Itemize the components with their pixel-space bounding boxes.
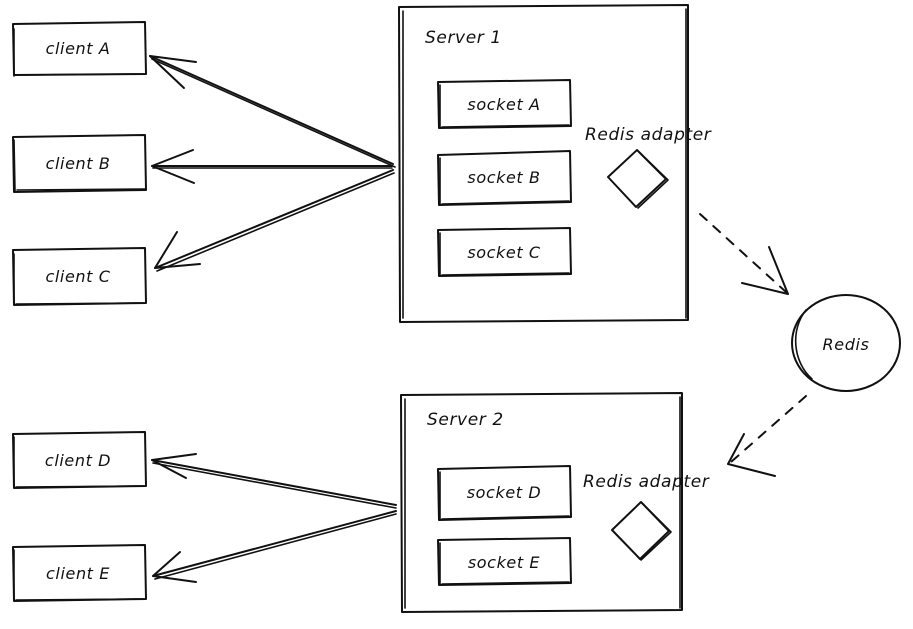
server-1-redis-adapter-label: Redis adapter [585,125,712,145]
client-b[interactable]: client B [12,134,147,193]
server-2[interactable]: Server 2 socket D socket E Redis adapter [400,392,710,613]
connector-line [149,55,394,165]
client-a[interactable]: client A [12,21,147,77]
socket-d-box [437,465,572,521]
server-1-redis-adapter-diamond[interactable] [607,149,669,209]
server-2-redis-adapter-diamond[interactable] [611,501,672,561]
client-d-box-sketch [13,436,145,488]
socket-e[interactable]: socket E [437,537,572,586]
arrowhead-icon [741,246,789,295]
client-b-box [12,134,147,193]
socket-b[interactable]: socket B [437,150,572,206]
socket-c-box-sketch [439,232,570,276]
client-b-label: client B [46,154,111,173]
socket-a[interactable]: socket A [437,79,572,129]
server1-adapter-to-redis [699,213,789,295]
arrowhead-icon [727,433,776,477]
client-b-box-sketch [13,139,146,192]
client-d[interactable]: client D [12,431,147,489]
server-2-label: Server 2 [427,410,504,430]
server-2-box [400,392,683,613]
socket-c-label: socket C [467,243,541,262]
redis-circle-sketch [794,309,813,380]
socket-c-box [437,227,572,277]
socket-b-box [437,150,572,206]
diamond-icon-sketch [640,503,672,561]
arrowhead-icon [151,149,195,184]
client-e[interactable]: client E [12,544,147,602]
server1-to-client-a [149,55,396,168]
socket-b-label: socket B [467,168,540,187]
redis-label: Redis [823,335,870,354]
client-c-box-sketch [13,253,145,305]
connector-line [151,459,397,506]
client-e-box-sketch [13,549,145,601]
server-2-redis-adapter-label: Redis adapter [583,472,710,492]
diamond-icon [607,149,667,208]
client-c-label: client C [45,267,110,286]
diamond-icon [611,501,670,560]
connector-line-sketch [156,172,395,272]
connector-line-sketch [151,58,396,168]
redis-circle [791,294,901,392]
connector-dashed-line [699,213,787,293]
client-d-label: client D [45,451,111,470]
server-2-box-sketch [404,396,681,609]
connector-line-sketch [154,513,397,580]
arrowhead-icon [149,55,197,89]
arrowhead-icon [154,231,201,269]
socket-e-box [437,537,572,586]
connector-line [154,169,394,269]
socket-d-label: socket D [467,483,542,502]
server1-to-client-c [154,169,395,272]
redis-node[interactable]: Redis [791,294,901,392]
server-1-label: Server 1 [425,28,502,48]
socket-a-box [437,79,572,129]
connector-line [152,510,397,577]
client-e-label: client E [46,564,110,583]
socket-a-label: socket A [467,95,540,114]
arrowhead-icon [152,551,197,583]
server2-to-client-d [151,453,397,509]
diamond-icon-sketch [637,151,669,209]
server1-to-client-b [151,149,393,184]
socket-b-box-sketch [439,157,570,205]
connector-line-sketch [152,462,397,509]
socket-a-box-sketch [439,84,570,128]
redis-to-server2-adapter [727,395,807,477]
socket-c[interactable]: socket C [437,227,572,277]
socket-d[interactable]: socket D [437,465,572,521]
socket-e-label: socket E [468,553,541,572]
client-a-box-sketch [13,28,145,77]
client-c[interactable]: client C [12,247,147,306]
arrowhead-icon [151,453,197,479]
server-1[interactable]: Server 1 socket A socket B socket C Redi… [398,4,712,323]
client-a-label: client A [46,39,111,58]
server2-to-client-e [152,510,397,583]
socket-e-box-sketch [439,542,570,585]
server-1-box [398,4,689,323]
server-1-box-sketch [402,8,687,319]
socket-d-box-sketch [439,471,570,520]
connector-dashed-line [730,395,807,463]
